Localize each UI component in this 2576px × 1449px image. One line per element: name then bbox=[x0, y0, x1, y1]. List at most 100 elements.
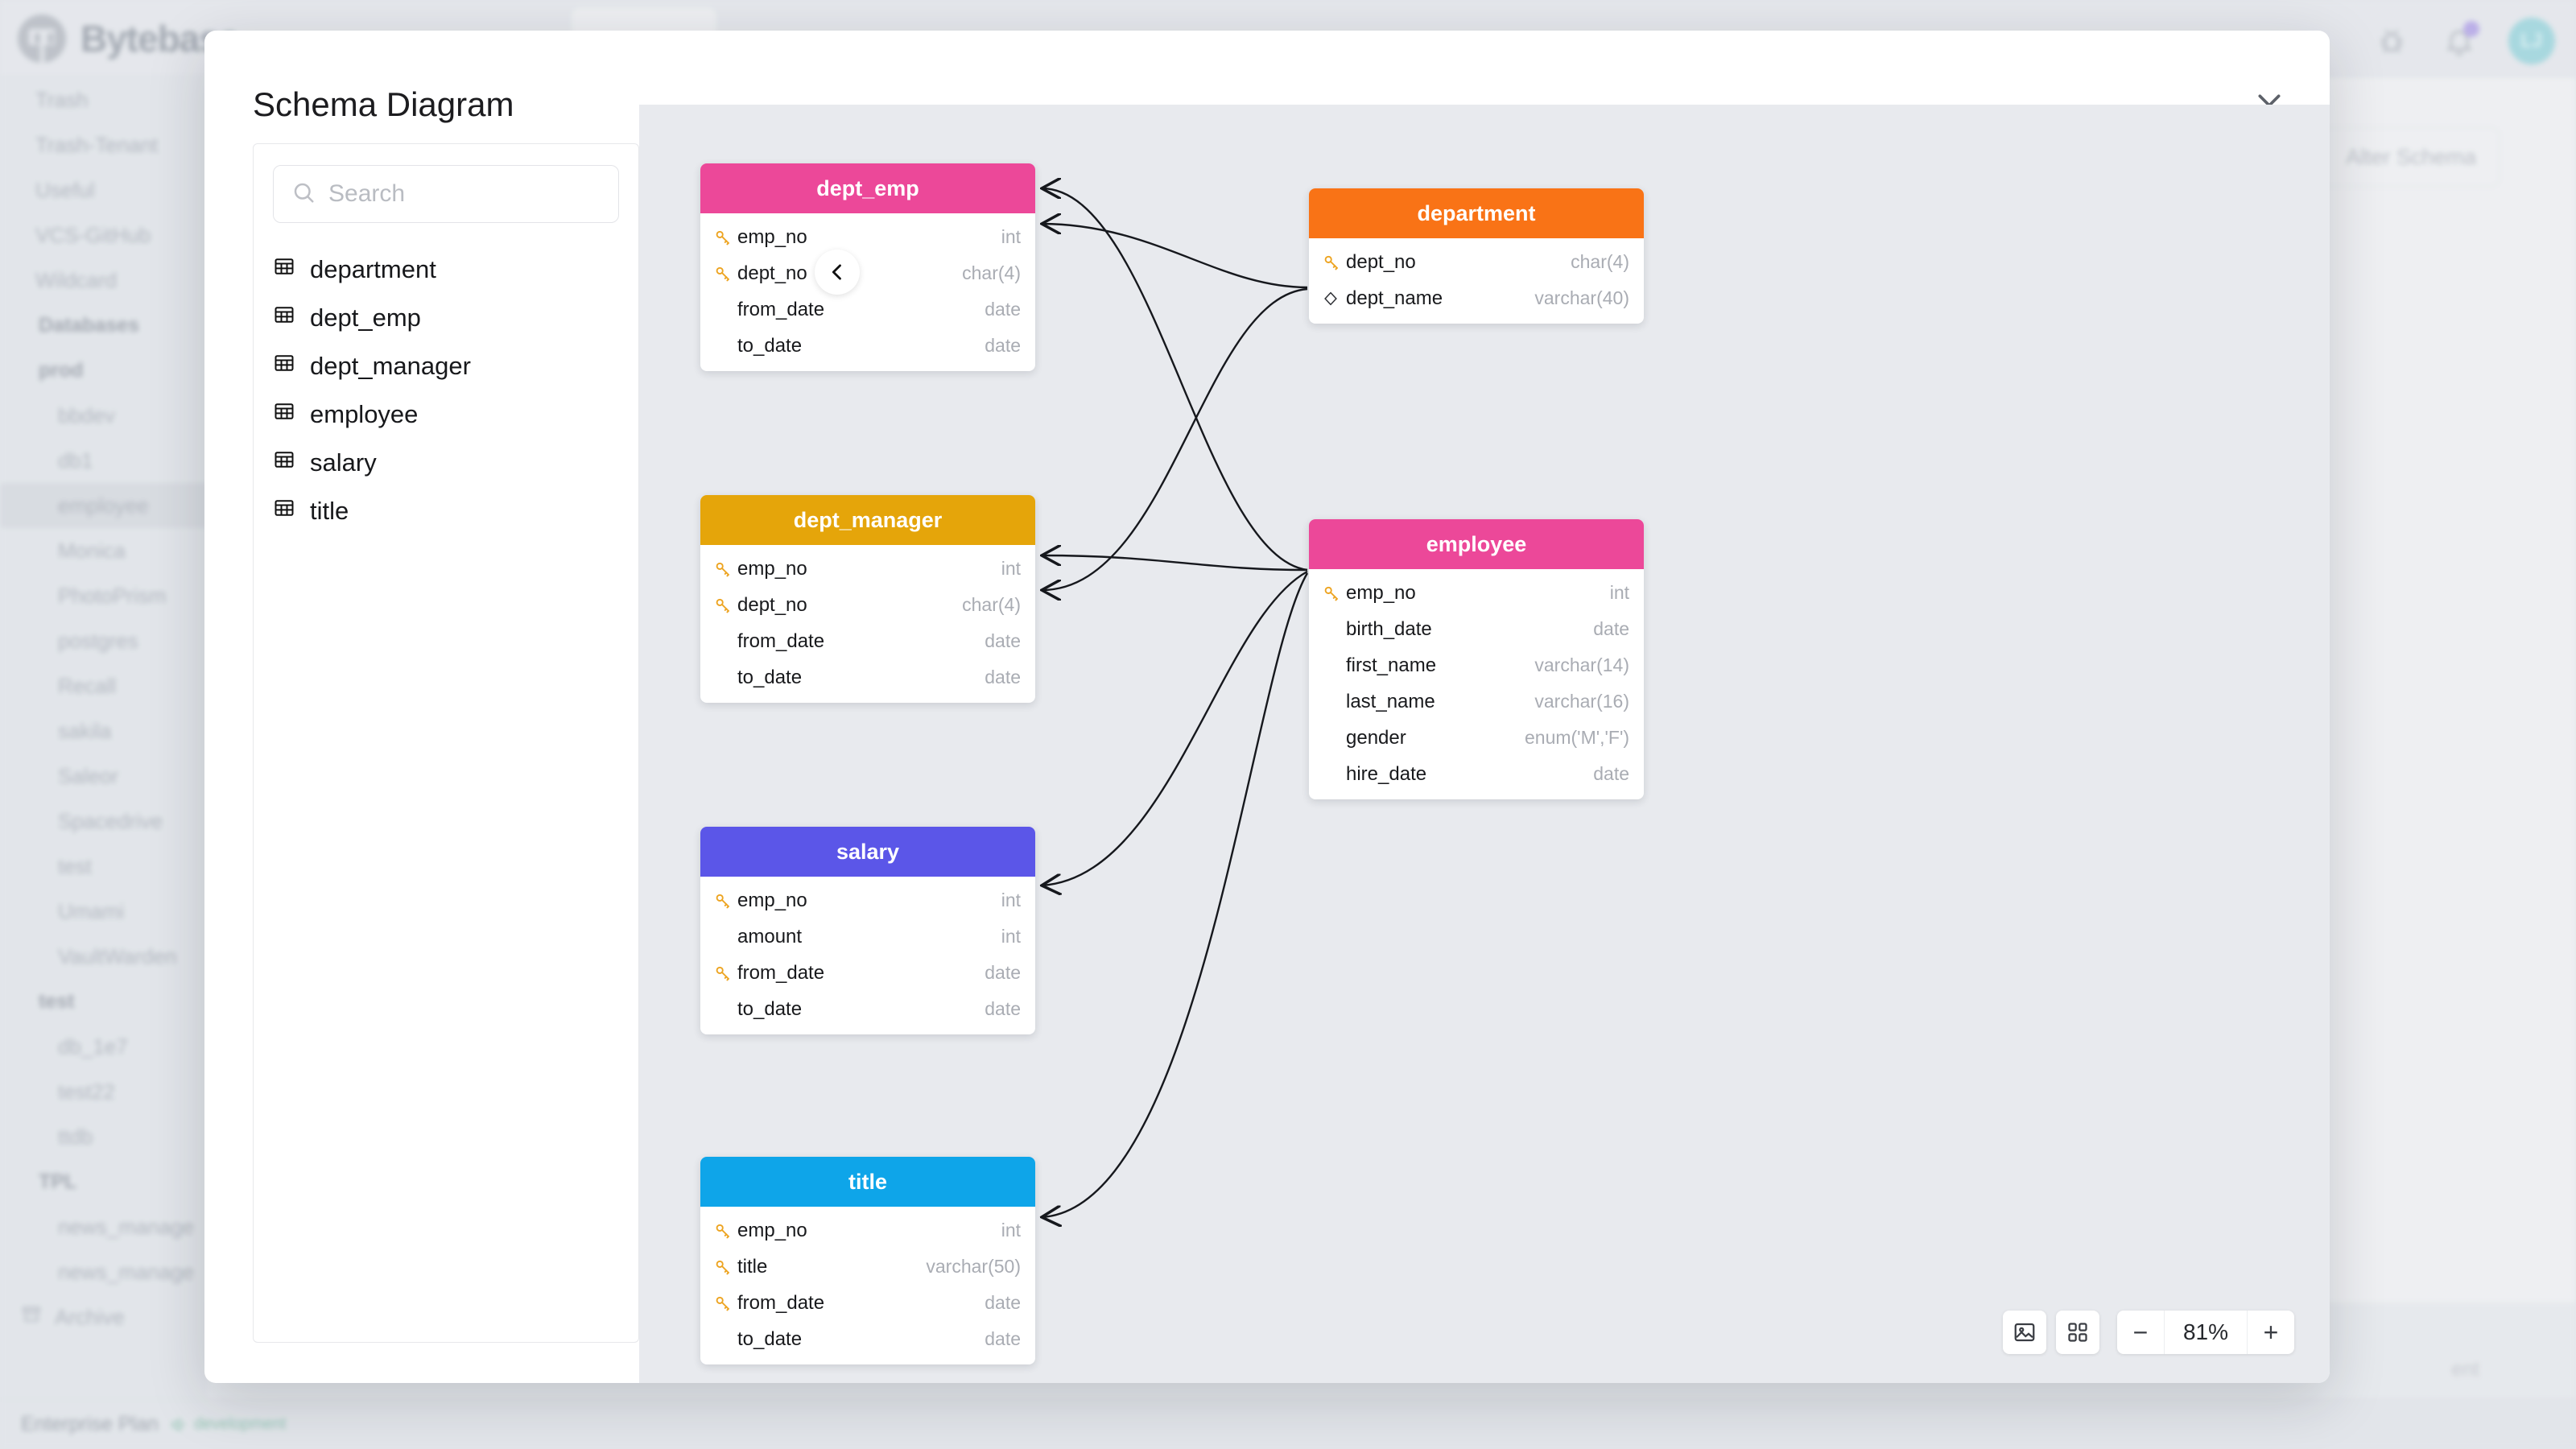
sidebar-item-archive[interactable]: Archive bbox=[0, 1294, 208, 1340]
app-right-label: ent bbox=[2451, 1358, 2479, 1381]
sidebar-item-label: PhotoPrism bbox=[58, 583, 167, 608]
sidebar-item-postgres[interactable]: postgres bbox=[0, 618, 208, 663]
table-list-item-dept_emp[interactable]: dept_emp bbox=[254, 294, 638, 342]
column-type: date bbox=[985, 1292, 1021, 1313]
sidebar-item-vcs-github[interactable]: VCS-GitHub bbox=[0, 213, 208, 258]
topbar-actions: LJ bbox=[2373, 18, 2555, 64]
column-type: date bbox=[985, 962, 1021, 983]
table-list-item-title[interactable]: title bbox=[254, 487, 638, 535]
sidebar-item-test: test bbox=[0, 979, 208, 1024]
collapse-panel-button[interactable] bbox=[815, 250, 860, 295]
table-list-item-salary[interactable]: salary bbox=[254, 439, 638, 487]
alter-schema-button[interactable]: Alter Schema bbox=[2322, 127, 2500, 187]
search-box[interactable] bbox=[273, 165, 619, 223]
auto-layout-icon[interactable] bbox=[2056, 1311, 2099, 1354]
sidebar-item-db1[interactable]: db1 bbox=[0, 438, 208, 483]
zoom-out-button[interactable]: − bbox=[2132, 1317, 2149, 1347]
sidebar-item-tpl: TPL bbox=[0, 1159, 208, 1204]
sidebar-item-recall[interactable]: Recall bbox=[0, 663, 208, 708]
sidebar-item-news-manage[interactable]: news_manage bbox=[0, 1249, 208, 1294]
sidebar-item-umami[interactable]: Umami bbox=[0, 889, 208, 934]
table-grid-icon bbox=[273, 497, 295, 526]
search-icon bbox=[291, 180, 316, 208]
relationship-edge bbox=[1042, 188, 1308, 572]
column-type: char(4) bbox=[962, 594, 1021, 615]
sidebar-item-news-manage[interactable]: news_manage bbox=[0, 1204, 208, 1249]
sidebar-item-prod: prod bbox=[0, 348, 208, 393]
table-node-title: employee bbox=[1426, 531, 1527, 556]
sidebar-item-bbdev[interactable]: bbdev bbox=[0, 393, 208, 438]
sidebar-item-ttdb[interactable]: ttdb bbox=[0, 1114, 208, 1159]
sidebar-item-trash-tenant[interactable]: Trash-Tenant bbox=[0, 122, 208, 167]
column-type: int bbox=[1001, 926, 1021, 947]
column-type: varchar(50) bbox=[926, 1256, 1021, 1277]
sidebar-item-db-1e7[interactable]: db_1e7 bbox=[0, 1024, 208, 1069]
search-input[interactable] bbox=[328, 180, 601, 208]
sidebar-item-label: Archive bbox=[55, 1304, 125, 1329]
zoom-level-label[interactable]: 81% bbox=[2164, 1311, 2248, 1354]
sidebar-item-photoprism[interactable]: PhotoPrism bbox=[0, 573, 208, 618]
sidebar-item-trash[interactable]: Trash bbox=[0, 77, 208, 122]
table-list-item-employee[interactable]: employee bbox=[254, 390, 638, 439]
bell-icon[interactable] bbox=[2441, 21, 2479, 60]
sidebar-item-wildcard[interactable]: Wildcard bbox=[0, 258, 208, 303]
avatar[interactable]: LJ bbox=[2508, 18, 2555, 64]
column-type: date bbox=[1593, 763, 1629, 784]
column-name: emp_no bbox=[737, 225, 807, 248]
table-list-item-department[interactable]: department bbox=[254, 246, 638, 294]
sidebar-item-monica[interactable]: Monica bbox=[0, 528, 208, 573]
sidebar-item-employee[interactable]: employee bbox=[0, 483, 208, 528]
sidebar-item-test[interactable]: test bbox=[0, 844, 208, 889]
table-node-header: dept_emp bbox=[700, 163, 1035, 213]
bug-icon[interactable] bbox=[2373, 23, 2410, 60]
sidebar-item-spacedrive[interactable]: Spacedrive bbox=[0, 799, 208, 844]
sidebar-item-test22[interactable]: test22 bbox=[0, 1069, 208, 1114]
sidebar-item-label: Saleor bbox=[58, 763, 119, 788]
sidebar-item-sakila[interactable]: sakila bbox=[0, 708, 208, 753]
column-type: varchar(14) bbox=[1534, 654, 1629, 675]
zoom-in-button[interactable]: + bbox=[2263, 1317, 2279, 1347]
sidebar-item-saleor[interactable]: Saleor bbox=[0, 753, 208, 799]
sidebar-item-label: Wildcard bbox=[35, 267, 118, 292]
column-type: int bbox=[1609, 582, 1629, 603]
page-title: Schema Diagram bbox=[253, 85, 514, 123]
sidebar-item-vaultwarden[interactable]: VaultWarden bbox=[0, 934, 208, 979]
column-type: enum('M','F') bbox=[1524, 727, 1629, 748]
table-node-title: dept_manager bbox=[793, 507, 943, 532]
table-list-item-dept_manager[interactable]: dept_manager bbox=[254, 342, 638, 390]
image-export-icon[interactable] bbox=[2003, 1311, 2046, 1354]
sidebar-item-useful[interactable]: Useful bbox=[0, 167, 208, 213]
table-grid-icon bbox=[273, 448, 295, 477]
